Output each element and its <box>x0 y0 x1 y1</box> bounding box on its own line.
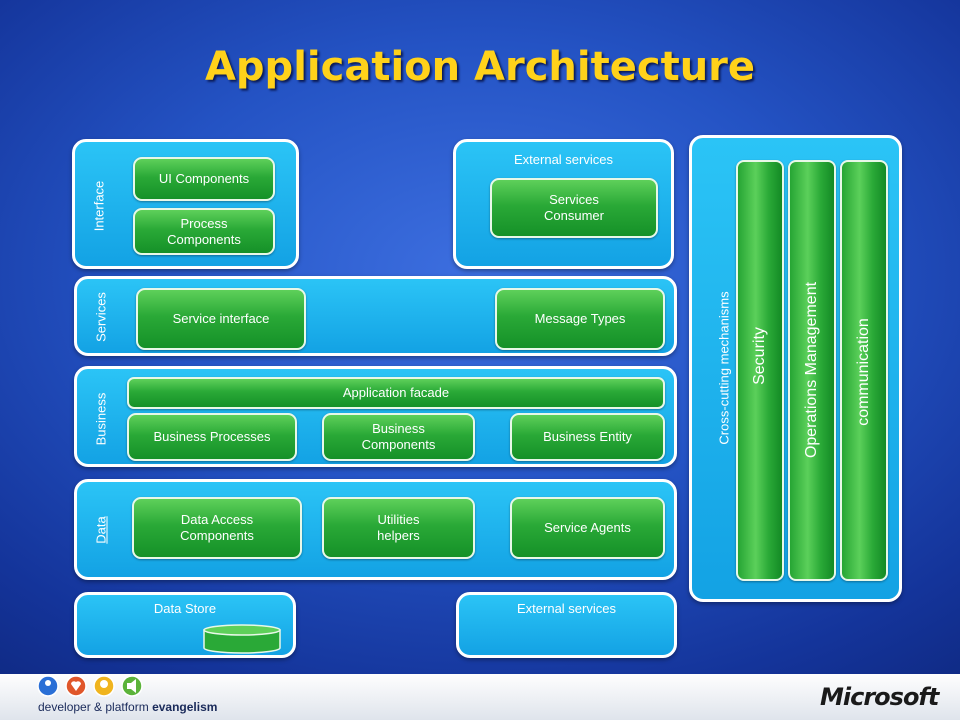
ui-components-box[interactable]: UI Components <box>133 157 275 201</box>
slide-title: Application Architecture <box>204 44 756 90</box>
application-facade-box[interactable]: Application facade <box>127 377 665 409</box>
database-icon <box>203 624 281 654</box>
dpe-logo-icons <box>36 674 156 698</box>
business-components-box[interactable]: Business Components <box>322 413 475 461</box>
message-types-box[interactable]: Message Types <box>495 288 665 350</box>
cross-cutting-panel: Cross-cutting mechanisms Security Operat… <box>689 135 902 602</box>
security-column[interactable] <box>736 160 784 581</box>
operations-management-column[interactable] <box>788 160 836 581</box>
tagline-bold: evangelism <box>152 700 218 714</box>
tagline-prefix: developer & platform <box>38 700 149 714</box>
data-access-components-box[interactable]: Data Access Components <box>132 497 302 559</box>
process-components-box[interactable]: Process Components <box>133 208 275 255</box>
utilities-helpers-box[interactable]: Utilities helpers <box>322 497 475 559</box>
security-label: Security <box>751 327 768 385</box>
business-processes-box[interactable]: Business Processes <box>127 413 297 461</box>
communication-column[interactable] <box>840 160 888 581</box>
communication-label: communication <box>855 318 872 426</box>
services-panel: Services Service interface Message Types <box>74 276 677 356</box>
service-interface-box[interactable]: Service interface <box>136 288 306 350</box>
operations-management-label: Operations Management <box>803 281 820 459</box>
services-consumer-box[interactable]: Services Consumer <box>490 178 658 238</box>
interface-label: Interface <box>91 180 107 232</box>
dpe-tagline: developer & platform evangelism <box>38 700 217 714</box>
external-services-bottom-panel: External services <box>456 592 677 658</box>
service-agents-box[interactable]: Service Agents <box>510 497 665 559</box>
data-store-label: Data Store <box>153 601 217 616</box>
cross-cutting-label: Cross-cutting mechanisms <box>716 291 732 445</box>
business-label: Business <box>93 392 109 446</box>
external-services-bottom-label: External services <box>517 601 616 616</box>
data-panel: Data Data Access Components Utilities he… <box>74 479 677 580</box>
external-services-top-label: External services <box>514 152 613 167</box>
data-store-panel: Data Store <box>74 592 296 658</box>
footer-bar: developer & platform evangelism Microsof… <box>0 674 960 720</box>
data-label: Data <box>93 516 109 544</box>
business-panel: Business Application facade Business Pro… <box>74 366 677 467</box>
microsoft-logo: Microsoft <box>820 683 939 711</box>
interface-panel: Interface UI Components Process Componen… <box>72 139 299 269</box>
services-label: Services <box>93 292 109 342</box>
external-services-top-panel: External services Services Consumer <box>453 139 674 269</box>
business-entity-box[interactable]: Business Entity <box>510 413 665 461</box>
